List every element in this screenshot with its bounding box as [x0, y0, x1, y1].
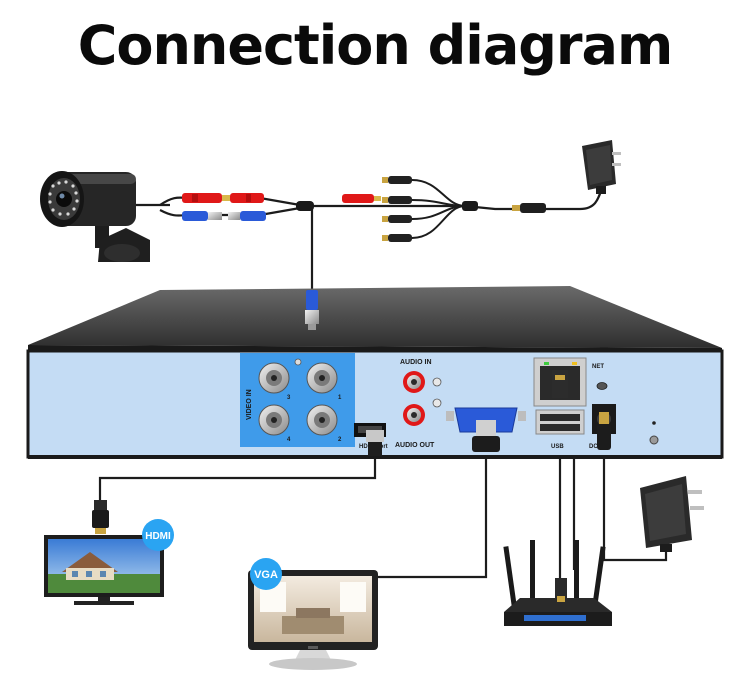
- hdmi-cable-plug: [92, 500, 109, 534]
- hdmi-plug: [366, 430, 384, 456]
- video-in-highlight: [240, 353, 355, 447]
- audio-out-label: AUDIO OUT: [395, 442, 435, 449]
- audio-out-port[interactable]: [403, 404, 425, 426]
- usb-port[interactable]: [535, 409, 585, 435]
- dc-splitter: [382, 176, 546, 242]
- ground-screw: [649, 435, 659, 445]
- dvr-recorder: VIDEO IN 3 1 4 2 AUDIO IN: [26, 286, 724, 459]
- bnc-plug: [305, 290, 319, 330]
- bnc-port-4[interactable]: [258, 404, 290, 436]
- port-label-2: 2: [338, 437, 342, 443]
- diagram-title: Connection diagram: [77, 14, 674, 77]
- port-label-3: 3: [287, 395, 291, 401]
- net-label: NET: [592, 364, 604, 370]
- vga-badge-text: VGA: [254, 569, 278, 581]
- bnc-port-3[interactable]: [258, 362, 290, 394]
- bnc-port-2[interactable]: [306, 404, 338, 436]
- hdmi-tv: [44, 535, 164, 605]
- reset-button[interactable]: [596, 382, 608, 390]
- vga-plug: [472, 420, 500, 452]
- power-adapter-bottom: [640, 476, 704, 552]
- port-label-4: 4: [287, 437, 291, 443]
- power-adapter-top: [582, 140, 621, 194]
- router: [503, 540, 612, 626]
- dc-plug: [597, 412, 611, 450]
- hdmi-badge-text: HDMI: [145, 531, 171, 542]
- video-in-label: VIDEO IN: [246, 389, 253, 420]
- usb-label: USB: [551, 444, 564, 450]
- vga-badge: VGA: [250, 558, 282, 590]
- hdmi-badge: HDMI: [142, 519, 174, 551]
- audio-in-label: AUDIO IN: [400, 359, 432, 366]
- ethernet-plug: [555, 578, 567, 600]
- bullet-camera: [40, 171, 150, 262]
- bnc-port-1[interactable]: [306, 362, 338, 394]
- camera-cable-connectors: [182, 193, 381, 221]
- port-label-1: 1: [338, 395, 342, 401]
- audio-in-port[interactable]: [403, 371, 425, 393]
- net-plug: [552, 370, 568, 398]
- vga-monitor: [248, 570, 378, 670]
